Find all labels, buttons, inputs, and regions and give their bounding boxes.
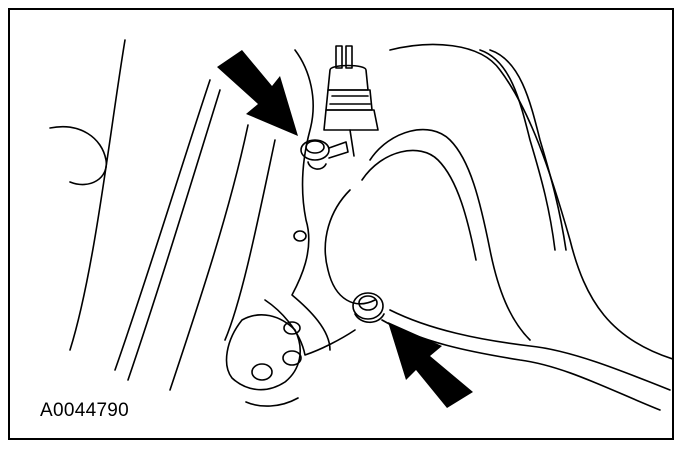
lower-bolt <box>352 292 385 324</box>
housing-inner-curve-3 <box>479 49 556 251</box>
sensor-assembly <box>323 45 379 157</box>
left-structure-line-3 <box>127 89 221 381</box>
left-structure-line-5 <box>224 139 276 341</box>
housing-inner-curve-4 <box>489 49 567 251</box>
callout-arrow-lower <box>388 322 473 408</box>
left-hose-outline <box>49 125 107 186</box>
housing-flange <box>324 189 376 305</box>
left-structure-line-4 <box>169 124 249 391</box>
figure-id-label: A0044790 <box>40 400 130 421</box>
small-boss <box>293 230 307 242</box>
engine-component-illustration <box>49 39 672 411</box>
figure-frame: A0044790 <box>8 8 674 440</box>
lower-left-bracket <box>225 314 302 407</box>
housing-inner-curve-2 <box>361 149 477 261</box>
housing-inner-curve-1 <box>369 128 531 341</box>
bracket-lower-edge <box>264 299 356 356</box>
upper-bolt <box>300 139 349 170</box>
housing-lower-sweep <box>389 309 671 391</box>
left-structure-line-2 <box>114 79 211 371</box>
bracket-outline <box>291 49 331 351</box>
callout-arrow-upper <box>217 50 298 136</box>
left-structure-line-1 <box>69 39 126 351</box>
housing-outer-curve <box>389 43 672 360</box>
